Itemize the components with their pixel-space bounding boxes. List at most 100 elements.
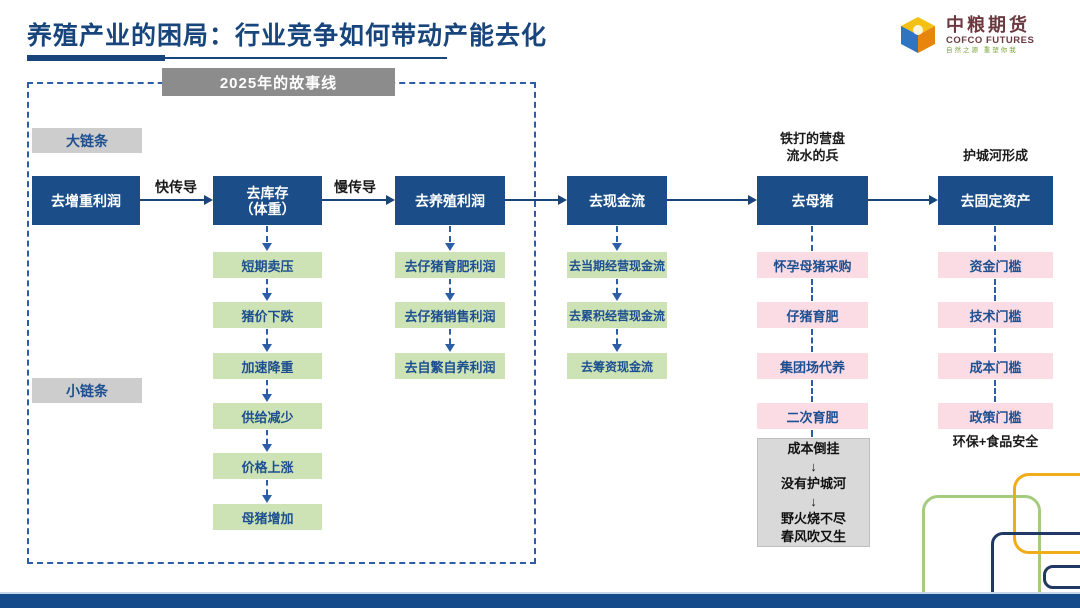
connector (266, 329, 268, 344)
title-underline-thick (27, 55, 165, 61)
connector (266, 226, 268, 242)
connector (266, 380, 268, 394)
connector-arrow (612, 293, 622, 301)
asset-chain-item-2: 技术门槛 (938, 302, 1053, 328)
farm-profit-chain-item-2: 去仔猪销售利润 (395, 302, 505, 328)
arrow-head-2 (386, 195, 395, 205)
inventory-chain-item-4: 供给减少 (213, 403, 322, 429)
sow-chain-item-3: 集团场代养 (757, 353, 868, 379)
connector (994, 279, 996, 301)
arrow-line-1 (140, 199, 206, 201)
label-big-chain: 大链条 (32, 128, 142, 153)
logo-tagline: 自然之源 重塑你我 (946, 47, 1018, 54)
connector-arrow (262, 394, 272, 402)
node-sow: 去母猪 (757, 176, 868, 225)
logo-name-cn: 中粮期货 (946, 15, 1030, 35)
connector-arrow (262, 243, 272, 251)
connector (266, 279, 268, 293)
connector-arrow (262, 293, 272, 301)
footer-bar (0, 592, 1080, 608)
arrow-head-1 (204, 195, 213, 205)
connector (266, 480, 268, 495)
sow-chain-item-4: 二次育肥 (757, 403, 868, 429)
inventory-chain-item-5: 价格上涨 (213, 453, 322, 479)
node-inventory-line1: 去库存 (246, 184, 289, 201)
connector (449, 226, 451, 242)
deco-navy-outline (991, 532, 1080, 608)
connector (449, 329, 451, 344)
sow-chain-item-2: 仔猪育肥 (757, 302, 868, 328)
connector-arrow (262, 495, 272, 503)
node-farm-profit: 去养殖利润 (395, 176, 505, 225)
asset-chain-item-4: 政策门槛 (938, 403, 1053, 429)
sow-note-line1: 铁打的营盘 (779, 131, 845, 146)
connector (616, 329, 618, 344)
asset-footnote: 环保+食品安全 (952, 434, 1039, 449)
connector (811, 329, 813, 352)
asset-chain-item-3: 成本门槛 (938, 353, 1053, 379)
arrow-line-4 (667, 199, 750, 201)
farm-profit-chain-item-3: 去自繁自养利润 (395, 353, 505, 379)
asset-chain-item-1: 资金门槛 (938, 252, 1053, 278)
connector-arrow (445, 293, 455, 301)
quote-line: 没有护城河 (780, 476, 846, 491)
connector (616, 279, 618, 293)
inventory-chain-item-3: 加速降重 (213, 353, 322, 379)
connector (449, 279, 451, 293)
connector-arrow (445, 344, 455, 352)
sow-note: 铁打的营盘 流水的兵 (757, 130, 868, 164)
connector-arrow (445, 243, 455, 251)
arrow-head-5 (929, 195, 938, 205)
connector (811, 226, 813, 251)
title-underline-thin (165, 57, 447, 59)
connector-arrow (262, 344, 272, 352)
node-fixed-asset: 去固定资产 (938, 176, 1053, 225)
cashflow-chain-item-1: 去当期经营现金流 (567, 252, 667, 278)
quote-arrow-down: ↓ (810, 458, 817, 474)
arrow-line-3 (505, 199, 560, 201)
quote-box: 成本倒挂 ↓ 没有护城河 ↓ 野火烧不尽 春风吹又生 (757, 438, 870, 547)
node-weight-profit: 去增重利润 (32, 176, 140, 225)
asset-note: 护城河形成 (962, 148, 1028, 163)
connector (994, 380, 996, 402)
connector (266, 430, 268, 444)
label-small-chain: 小链条 (32, 378, 142, 403)
connector (811, 380, 813, 402)
arrow-line-2 (322, 199, 388, 201)
node-inventory: 去库存 （体重） (213, 176, 322, 225)
quote-line: 春风吹又生 (780, 528, 846, 544)
connector (811, 430, 813, 437)
connector (616, 226, 618, 242)
connector-arrow (612, 243, 622, 251)
deco-navy-small-outline (1043, 565, 1080, 589)
connector (811, 279, 813, 301)
connector-arrow (612, 344, 622, 352)
arrow-head-3 (558, 195, 567, 205)
sow-note-line2: 流水的兵 (786, 148, 839, 163)
cashflow-chain-item-3: 去筹资现金流 (567, 353, 667, 379)
arrow-line-5 (868, 199, 931, 201)
deco-orange-outline (1013, 473, 1080, 554)
page-title: 养殖产业的困局：行业竞争如何带动产能去化 (27, 23, 548, 50)
cashflow-chain-item-2: 去累积经营现金流 (567, 302, 667, 328)
arrow-head-4 (748, 195, 757, 205)
logo-name-en: COFCO FUTURES (946, 35, 1035, 46)
connector (994, 226, 996, 251)
inventory-chain-item-2: 猪价下跌 (213, 302, 322, 328)
farm-profit-chain-item-1: 去仔猪育肥利润 (395, 252, 505, 278)
quote-line: 成本倒挂 (787, 441, 840, 456)
quote-line: 野火烧不尽 (780, 511, 846, 526)
quote-arrow-down: ↓ (810, 493, 817, 509)
edge-label-fast: 快传导 (155, 179, 197, 195)
inventory-chain-item-6: 母猪增加 (213, 504, 322, 530)
cofco-logo: 中粮期货 COFCO FUTURES 自然之源 重塑你我 (898, 14, 1068, 58)
node-inventory-line2: （体重） (239, 200, 296, 217)
storyline-header: 2025年的故事线 (162, 68, 395, 96)
edge-label-slow: 慢传导 (334, 179, 376, 195)
inventory-chain-item-1: 短期卖压 (213, 252, 322, 278)
cofco-logo-icon (898, 15, 938, 60)
node-cashflow: 去现金流 (567, 176, 667, 225)
sow-chain-item-1: 怀孕母猪采购 (757, 252, 868, 278)
connector (994, 329, 996, 352)
